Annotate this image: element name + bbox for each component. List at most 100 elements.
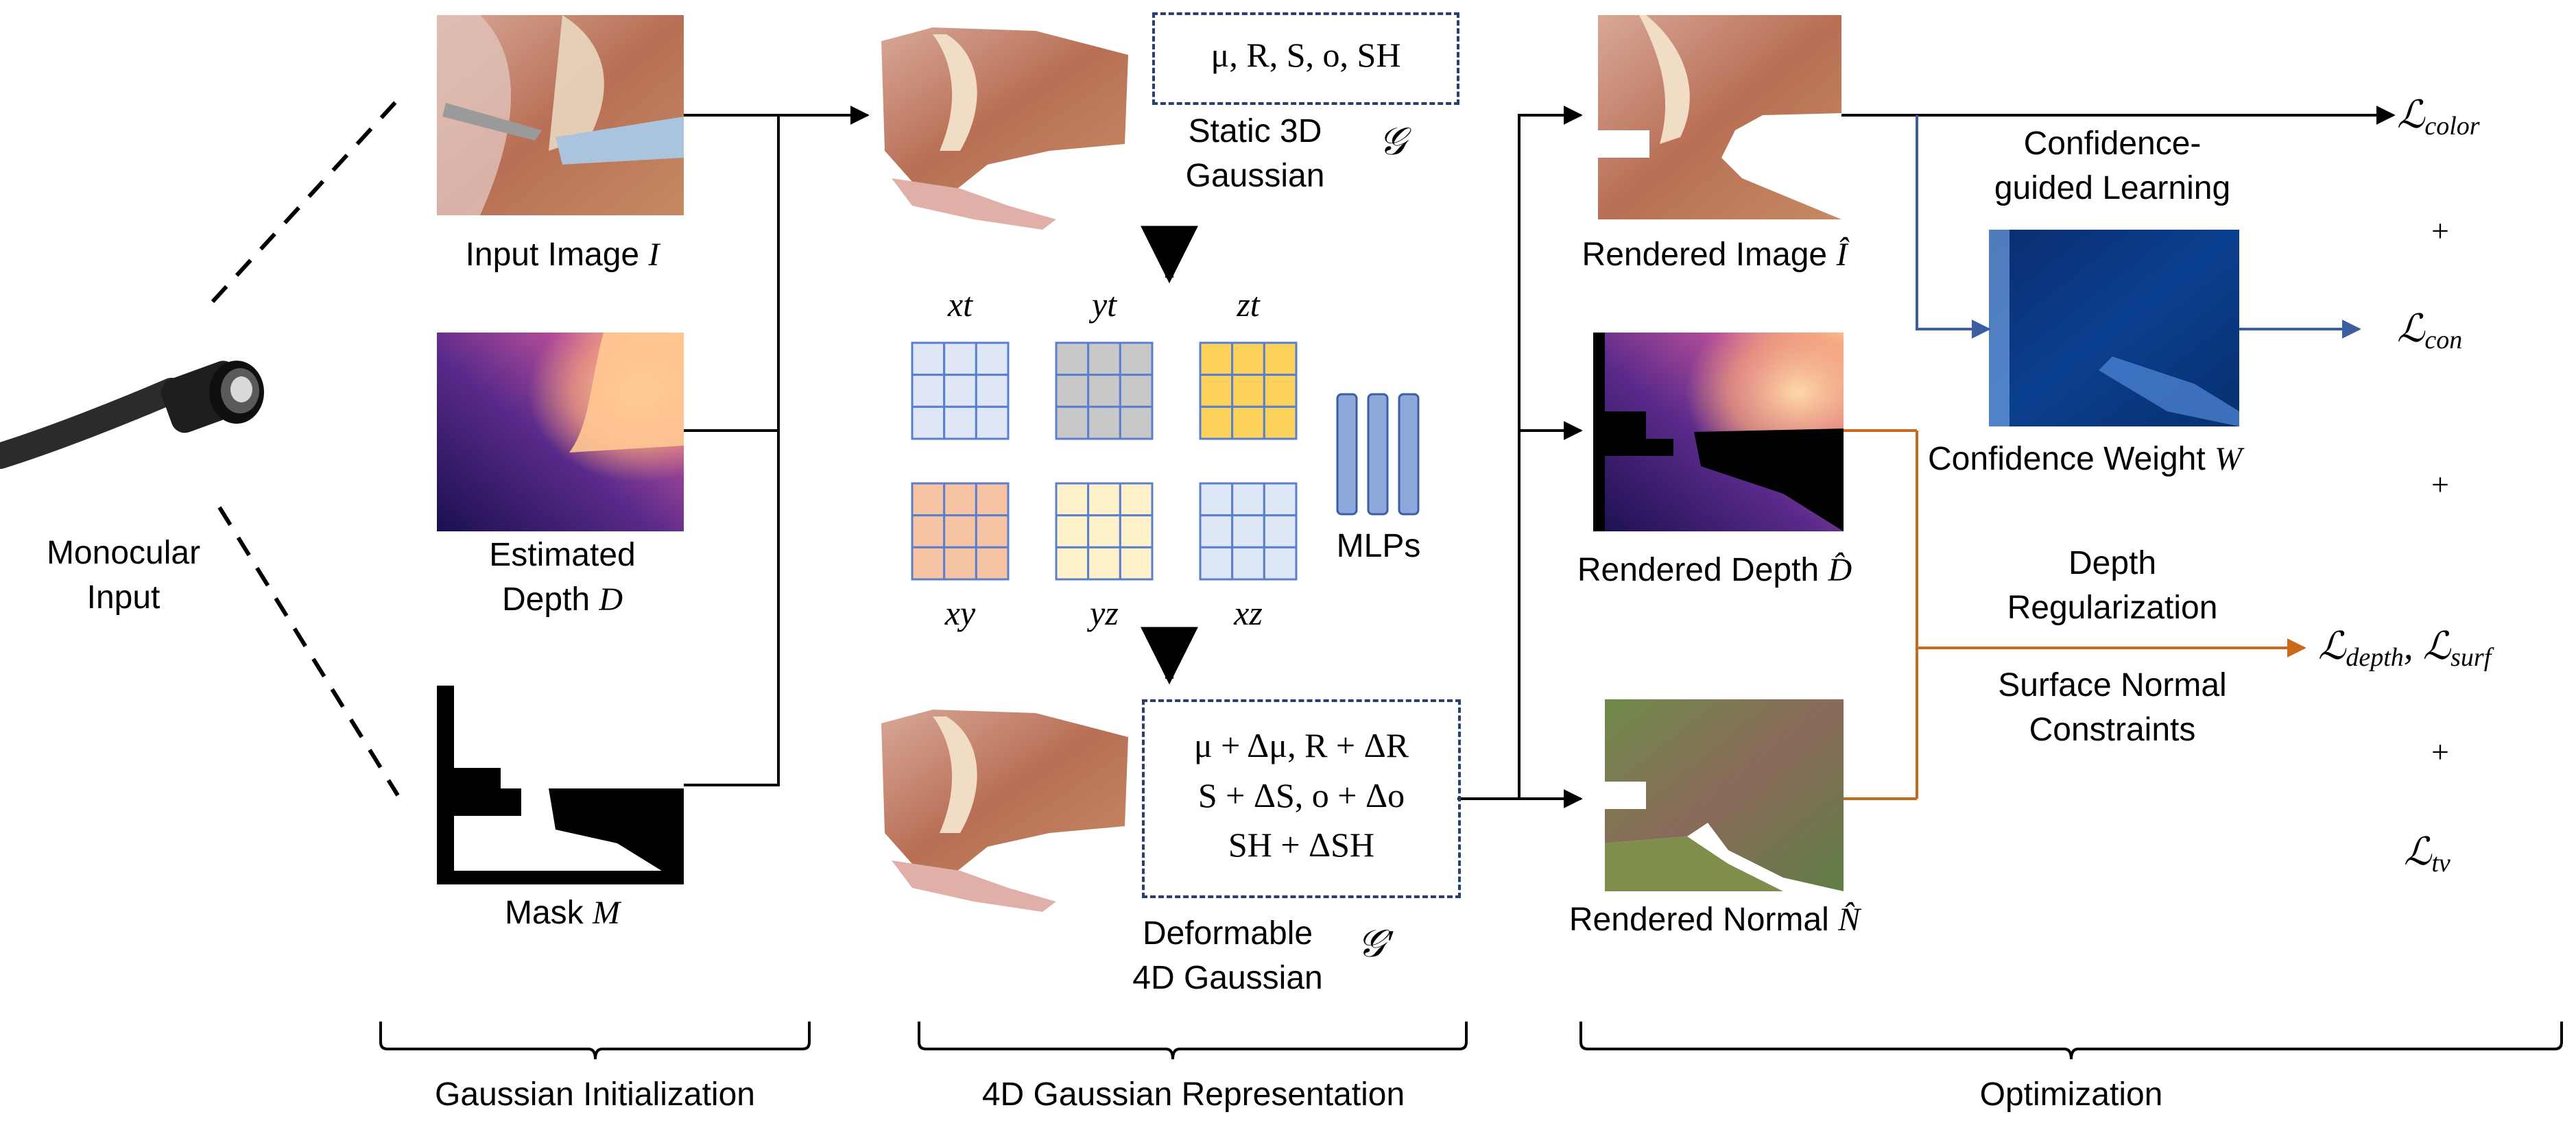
rendered-depth-thumbnail xyxy=(1593,333,1844,531)
plane-cell xyxy=(1263,546,1298,581)
section-optimization: Optimization xyxy=(1979,1076,2163,1113)
plane-cell xyxy=(1055,482,1090,517)
plane-cell xyxy=(1055,374,1090,408)
endoscope-camera-icon xyxy=(0,361,264,469)
plane-cell xyxy=(1231,546,1265,581)
plane-cell xyxy=(1119,405,1154,440)
plane-cell xyxy=(1087,482,1121,517)
plane-cell xyxy=(911,405,946,440)
plane-cell xyxy=(1055,405,1090,440)
plane-cell xyxy=(1199,546,1234,581)
hexplane-grids xyxy=(911,341,1298,581)
plane-cell xyxy=(1199,374,1234,408)
plane-grid-xy xyxy=(911,482,1010,581)
plane-cell xyxy=(943,514,977,548)
plane-label-xz: xz xyxy=(1234,594,1263,632)
plane-cell xyxy=(911,341,946,376)
frustum-line-top xyxy=(211,94,403,304)
plane-cell xyxy=(975,341,1010,376)
brace-initialization xyxy=(379,1022,811,1060)
plane-cell xyxy=(1263,405,1298,440)
surface-normal-label: Surface Normal Constraints xyxy=(1998,667,2227,748)
plane-cell xyxy=(1231,341,1265,376)
plane-cell xyxy=(943,405,977,440)
plane-cell xyxy=(1231,374,1265,408)
plane-cell xyxy=(1231,482,1265,517)
plane-cell xyxy=(975,405,1010,440)
deformable-gaussian-symbol: 𝒢′ xyxy=(1357,923,1394,965)
section-4d-gaussian-representation: 4D Gaussian Representation xyxy=(981,1076,1405,1113)
frustum-line-bottom xyxy=(217,506,400,797)
deform-params-box xyxy=(1142,699,1461,898)
plane-cell xyxy=(943,546,977,581)
plane-cell xyxy=(1087,341,1121,376)
plane-cell xyxy=(911,374,946,408)
arrow-to-rendered-image xyxy=(1518,106,1583,799)
confidence-weight-map xyxy=(1989,230,2239,426)
plane-cell xyxy=(1087,374,1121,408)
plane-grid-zt xyxy=(1199,341,1298,440)
static-gaussian-render xyxy=(881,27,1128,230)
plane-cell xyxy=(911,482,946,517)
plane-cell xyxy=(1263,514,1298,548)
plane-cell xyxy=(975,482,1010,517)
plane-cell xyxy=(975,374,1010,408)
plane-cell xyxy=(1055,546,1090,581)
static-params-formula: μ, R, S, o, SH xyxy=(1211,36,1401,74)
plane-cell xyxy=(1055,514,1090,548)
plane-label-yz: yz xyxy=(1090,594,1119,632)
confidence-guided-label: Confidence- guided Learning xyxy=(1994,125,2231,206)
plane-cell xyxy=(1087,546,1121,581)
monocular-input-label: Monocular Input xyxy=(46,535,201,616)
connector-init-bus xyxy=(684,114,780,786)
deformable-gaussian-label: Deformable 4D Gaussian xyxy=(1132,915,1323,996)
static-params-box xyxy=(1152,12,1459,105)
loss-tv: ℒtv xyxy=(2404,831,2450,878)
mask-thumbnail xyxy=(437,686,684,884)
plane-cell xyxy=(1119,482,1154,517)
plane-cell xyxy=(1231,514,1265,548)
rendered-normal-label: Rendered Normal N̂ xyxy=(1569,902,1861,938)
loss-color: ℒcolor xyxy=(2397,94,2480,141)
plane-cell xyxy=(975,546,1010,581)
plane-cell xyxy=(1119,341,1154,376)
plane-cell xyxy=(1119,514,1154,548)
plane-cell xyxy=(1263,482,1298,517)
estimated-depth-label: Estimated Depth D xyxy=(489,537,636,618)
plane-label-yt: yt xyxy=(1091,285,1117,324)
static-gaussian-label: Static 3D Gaussian xyxy=(1185,113,1325,194)
input-image-thumbnail xyxy=(437,15,684,215)
plane-cell xyxy=(1263,374,1298,408)
loss-depth-surf: ℒdepth, ℒsurf xyxy=(2318,625,2492,672)
plane-grid-xt xyxy=(911,341,1010,440)
plane-grid-yz xyxy=(1055,482,1154,581)
plane-cell xyxy=(911,546,946,581)
plane-cell xyxy=(1263,341,1298,376)
plane-grid-xz xyxy=(1199,482,1298,581)
plane-cell xyxy=(1119,546,1154,581)
plane-cell xyxy=(911,514,946,548)
plane-cell xyxy=(1055,341,1090,376)
plane-cell xyxy=(1119,374,1154,408)
plane-label-zt: zt xyxy=(1237,285,1260,324)
deform-params-line2: S + ΔS, o + Δo xyxy=(1197,776,1405,815)
mlp-block xyxy=(1336,393,1420,516)
plane-cell xyxy=(1199,514,1234,548)
static-gaussian-symbol: 𝒢 xyxy=(1379,121,1406,163)
section-gaussian-initialization: Gaussian Initialization xyxy=(435,1076,755,1113)
plus-3: + xyxy=(2431,734,2449,769)
plus-2: + xyxy=(2431,467,2449,502)
brace-representation xyxy=(918,1022,1468,1060)
plane-cell xyxy=(1199,482,1234,517)
plane-cell xyxy=(975,514,1010,548)
rendered-image-label: Rendered Image Î xyxy=(1582,237,1848,273)
confidence-weight-label: Confidence Weight W xyxy=(1927,441,2242,477)
rendered-image-thumbnail xyxy=(1598,15,1841,219)
plane-cell xyxy=(943,374,977,408)
rendered-depth-label: Rendered Depth D̂ xyxy=(1577,552,1852,588)
brace-optimization xyxy=(1579,1022,2563,1060)
plane-cell xyxy=(1087,514,1121,548)
plane-cell xyxy=(1087,405,1121,440)
deformable-gaussian-render xyxy=(881,710,1128,912)
